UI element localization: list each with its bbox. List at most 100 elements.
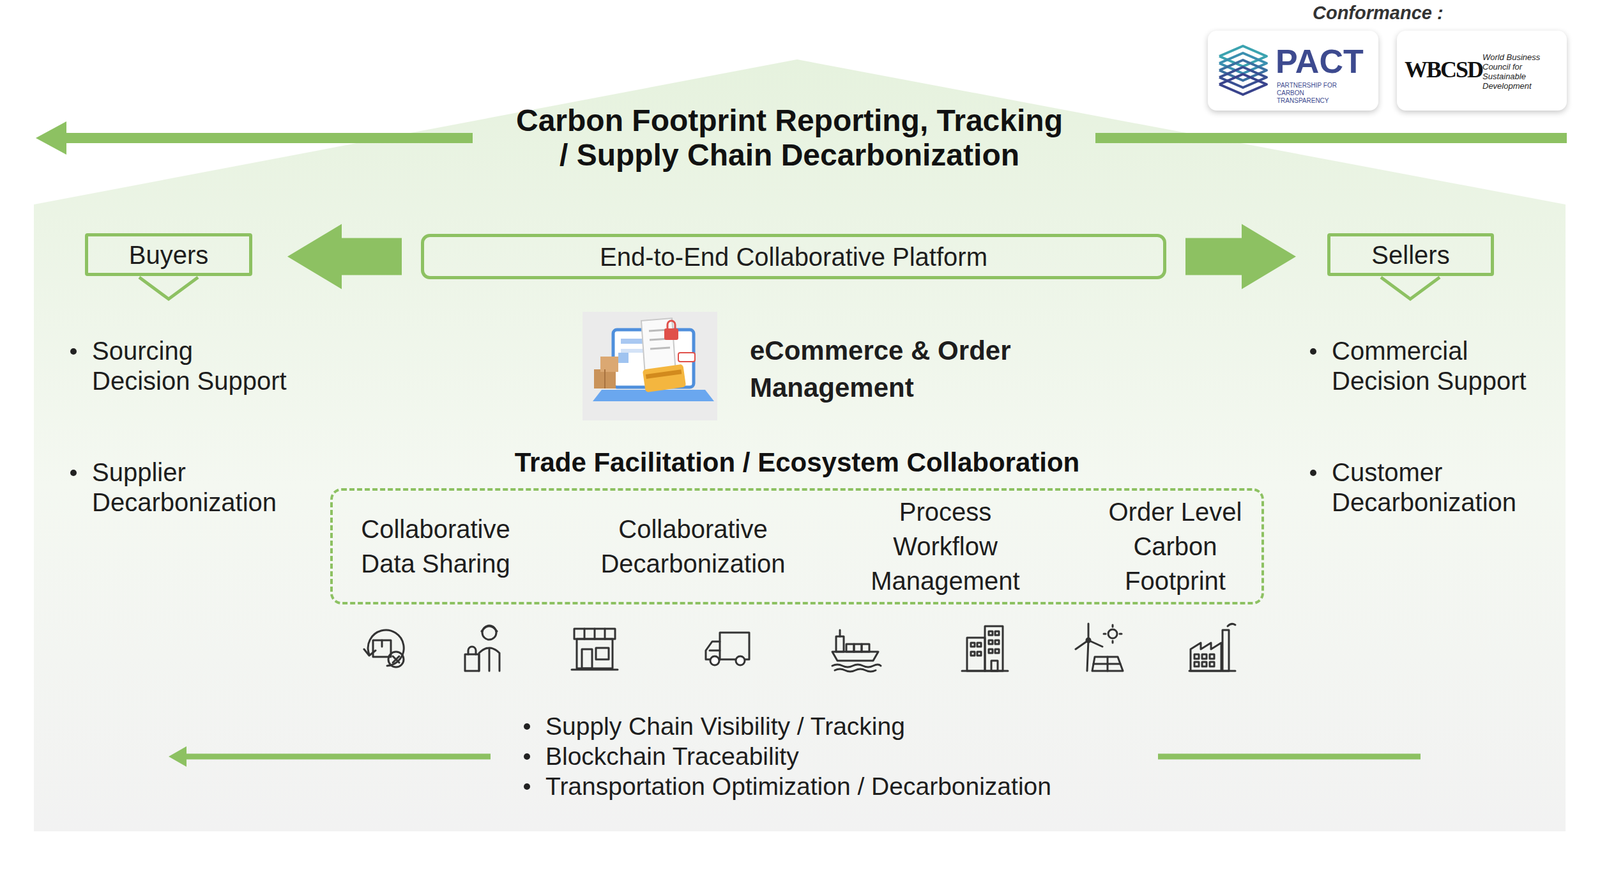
ecommerce-illustration (592, 389, 715, 402)
bullet-dot (523, 723, 531, 730)
factory-icon (1194, 654, 1199, 659)
bullet-item: Supply Chain Visibility / Tracking (545, 710, 906, 741)
shopper-icon (468, 646, 476, 655)
store-icon (583, 628, 586, 639)
store-icon (571, 668, 618, 671)
dashed-frame: Collaborative Data Sharing Collaborative … (330, 487, 1265, 605)
platform-box: End-to-End Collaborative Platform (420, 233, 1167, 280)
renewables-icon (1092, 656, 1123, 671)
bullet-item: Sourcing Decision Support (91, 335, 294, 397)
ecommerce-illustration (582, 311, 718, 421)
ecommerce-illustration (664, 328, 679, 340)
ship-icon (839, 629, 842, 637)
title-text: Carbon Footprint Reporting, Tracking / S… (511, 103, 1068, 173)
logo-wordmark: PACT (1275, 42, 1364, 81)
buildings-icon (970, 642, 975, 647)
buildings-icon (961, 625, 1008, 671)
truck-icon (735, 655, 745, 665)
pact-mark (1219, 60, 1267, 81)
truck-icon (710, 655, 720, 665)
return-icon (367, 629, 404, 666)
bullet-item: Customer Decarbonization (1331, 457, 1533, 518)
store-icon (574, 628, 616, 639)
bottom-flow-arrow (1158, 753, 1421, 760)
ship-icon (832, 651, 879, 661)
pact-mark (1219, 53, 1267, 74)
wbcsd-logo-card: WBCSDWorld Business Council for Sustaina… (1396, 30, 1567, 111)
shopper-icon (482, 625, 497, 640)
shopper-icon (488, 648, 491, 671)
store-icon (576, 638, 613, 669)
buildings-icon (961, 670, 1008, 672)
bottom-flow-arrow (183, 753, 491, 760)
store-icon (594, 628, 596, 639)
box-label: End-to-End Collaborative Platform (599, 241, 988, 273)
block-arrow (287, 224, 402, 290)
factory-icon (1209, 661, 1215, 667)
ecommerce-illustration (618, 352, 629, 363)
ecommerce-illustration (642, 364, 686, 393)
factory-icon (1202, 661, 1207, 667)
box-label: Buyers (129, 239, 209, 271)
sellers-box: Sellers (1327, 233, 1494, 276)
box-label: Sellers (1371, 239, 1450, 271)
factory-icon (1189, 670, 1236, 672)
buildings-icon (984, 625, 1003, 671)
module-title: eCommerce & Order Management (749, 332, 1051, 407)
return-icon (388, 651, 404, 667)
renewables-icon (1119, 632, 1122, 635)
trade-facilitation-group: Trade Facilitation / Ecosystem Collabora… (330, 444, 1265, 605)
renewables-icon (1087, 640, 1089, 671)
bullet-dot (523, 783, 531, 790)
factory-icon (1227, 623, 1236, 626)
renewables-icon (1086, 638, 1091, 642)
factory-icon (1209, 654, 1215, 659)
group-item: Collaborative Data Sharing (333, 511, 538, 581)
ecosystem-icons (364, 623, 1236, 672)
ship-icon (832, 629, 881, 672)
pact-logo-card: PACTPARTNERSHIP FOR CARBON TRANSPARENCY (1207, 30, 1379, 111)
buildings-icon (967, 637, 985, 671)
buildings-icon (970, 651, 975, 656)
bullet-dot (70, 348, 77, 355)
block-arrow (1185, 224, 1296, 290)
store-icon (604, 628, 607, 639)
buildings-icon (995, 631, 999, 635)
return-icon (392, 655, 400, 663)
store-icon (571, 628, 618, 670)
group-item: Order Level Carbon Footprint (1092, 494, 1259, 598)
ship-icon (836, 636, 844, 652)
logo-tagline: PARTNERSHIP FOR CARBON TRANSPARENCY (1276, 81, 1354, 105)
shopper-icon (464, 625, 500, 671)
group-item: Collaborative Decarbonization (587, 511, 799, 581)
renewables-icon (1112, 640, 1114, 643)
truck-icon (705, 632, 750, 665)
renewables-icon (1112, 624, 1114, 627)
ecommerce-illustration (645, 369, 682, 379)
factory-icon (1194, 661, 1199, 667)
shopper-icon (464, 654, 480, 671)
store-icon (581, 648, 593, 669)
buildings-icon (995, 648, 999, 653)
ship-icon (846, 643, 854, 652)
return-icon (373, 640, 391, 657)
truck-icon (709, 649, 720, 652)
ecommerce-illustration (604, 369, 606, 389)
bullet-item: Commercial Decision Support (1331, 335, 1533, 397)
conformance-label: Conformance : (1312, 1, 1444, 25)
bullet-item: Supplier Decarbonization (91, 457, 294, 518)
bullet-item: Transportation Optimization / Decarboniz… (545, 770, 1052, 801)
buildings-icon (977, 651, 982, 656)
house-band (33, 59, 1566, 831)
pact-mark (1215, 43, 1271, 99)
factory-icon (1222, 629, 1229, 671)
group-item: Process Workflow Management (849, 494, 1042, 598)
factory-icon (1202, 654, 1207, 659)
pact-mark (1219, 45, 1267, 67)
ecommerce-illustration (594, 369, 616, 389)
shopper-icon (481, 625, 497, 632)
factory-icon (1190, 642, 1222, 671)
buildings-icon (977, 642, 982, 647)
top-flow-arrow (35, 121, 67, 155)
bullet-dot (1310, 348, 1317, 355)
